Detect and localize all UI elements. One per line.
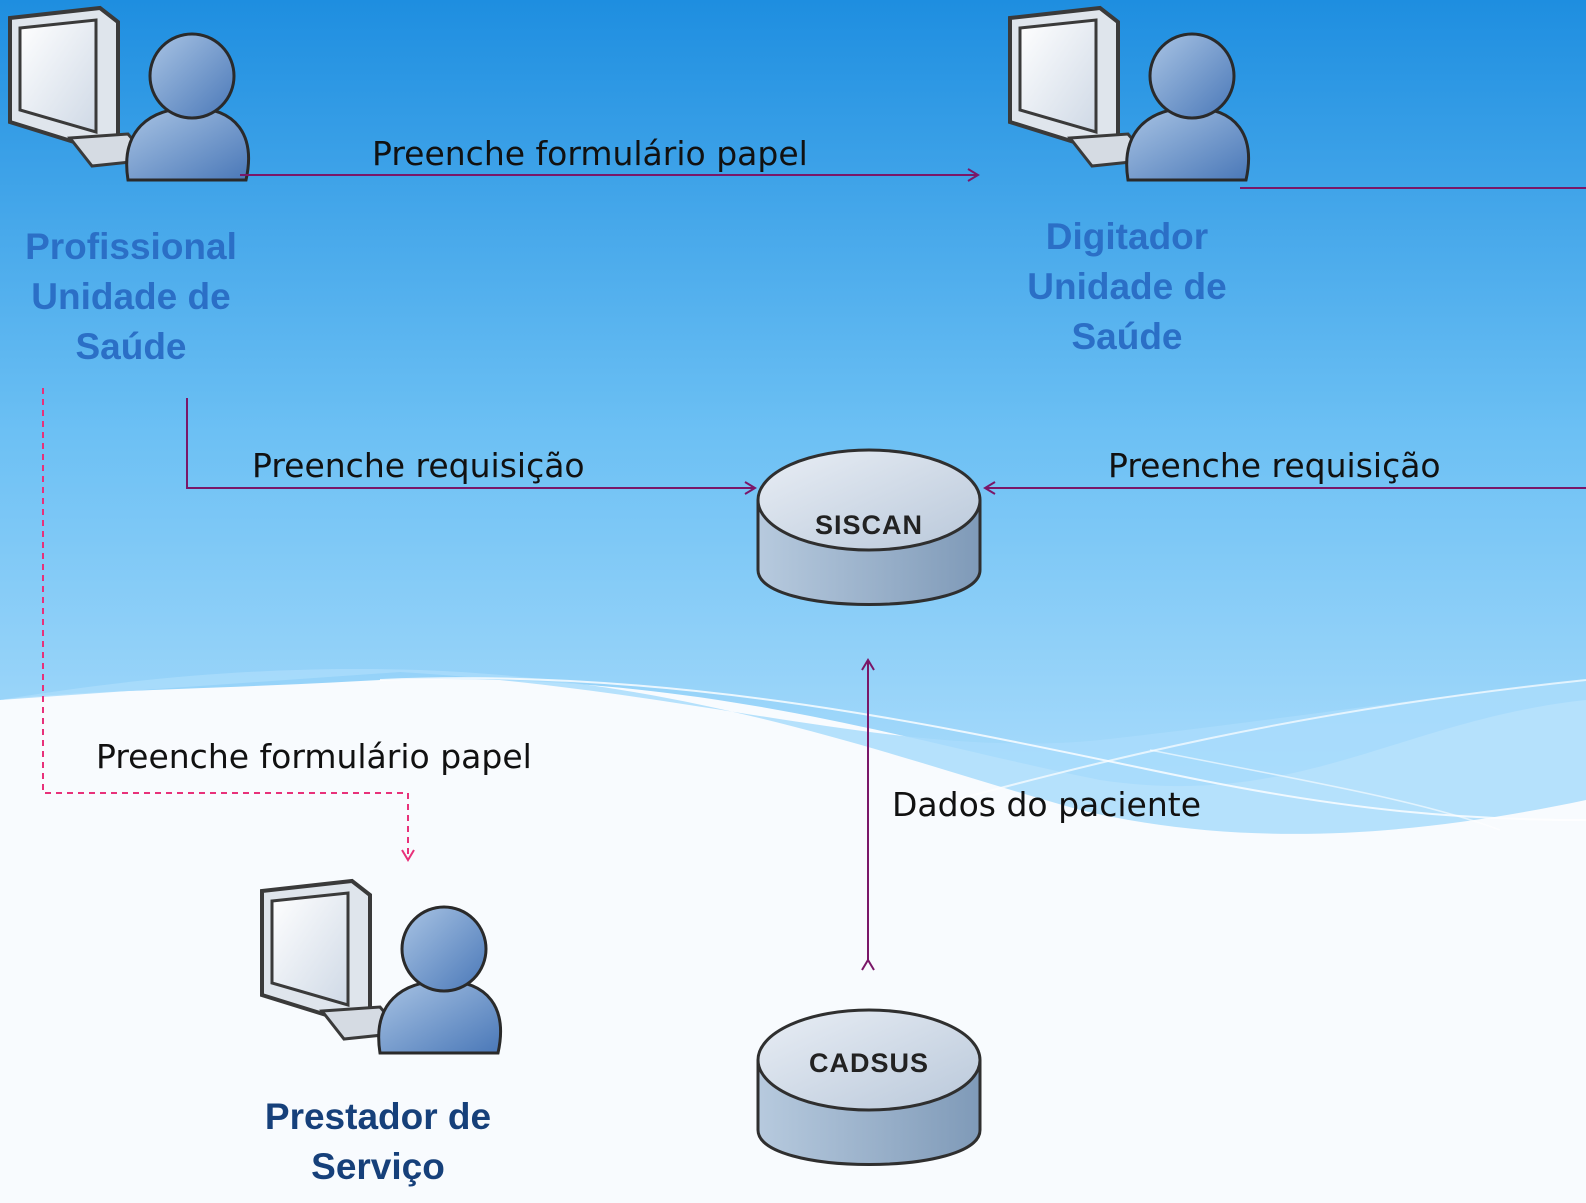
edge-label-prof-to-prestador: Preenche formulário papel: [96, 737, 532, 776]
edge-label-prof-to-siscan: Preenche requisição: [252, 446, 585, 485]
edge-label-siscan-cadsus: Dados do paciente: [892, 785, 1202, 824]
digitador-user-icon: [1008, 6, 1251, 182]
edge-prof-to-prestador: [42, 388, 415, 862]
prestador-label: Prestador de Serviço: [264, 1096, 492, 1187]
edge-label-prof-to-digitador: Preenche formulário papel: [372, 134, 808, 173]
wave-band: [0, 669, 1586, 834]
digitador-label: Digitador Unidade de Saúde: [1027, 216, 1227, 357]
edge-prof-to-siscan: [186, 398, 757, 495]
profissional-user-icon: [8, 6, 251, 182]
prestador-user-icon: [260, 879, 503, 1055]
profissional-label: Profissional Unidade de Saúde: [25, 226, 237, 367]
cadsus-database-icon: [756, 1008, 982, 1166]
cadsus-label: CADSUS: [808, 1048, 929, 1078]
edge-label-digitador-to-siscan: Preenche requisição: [1108, 446, 1441, 485]
siscan-label: SISCAN: [814, 510, 923, 540]
